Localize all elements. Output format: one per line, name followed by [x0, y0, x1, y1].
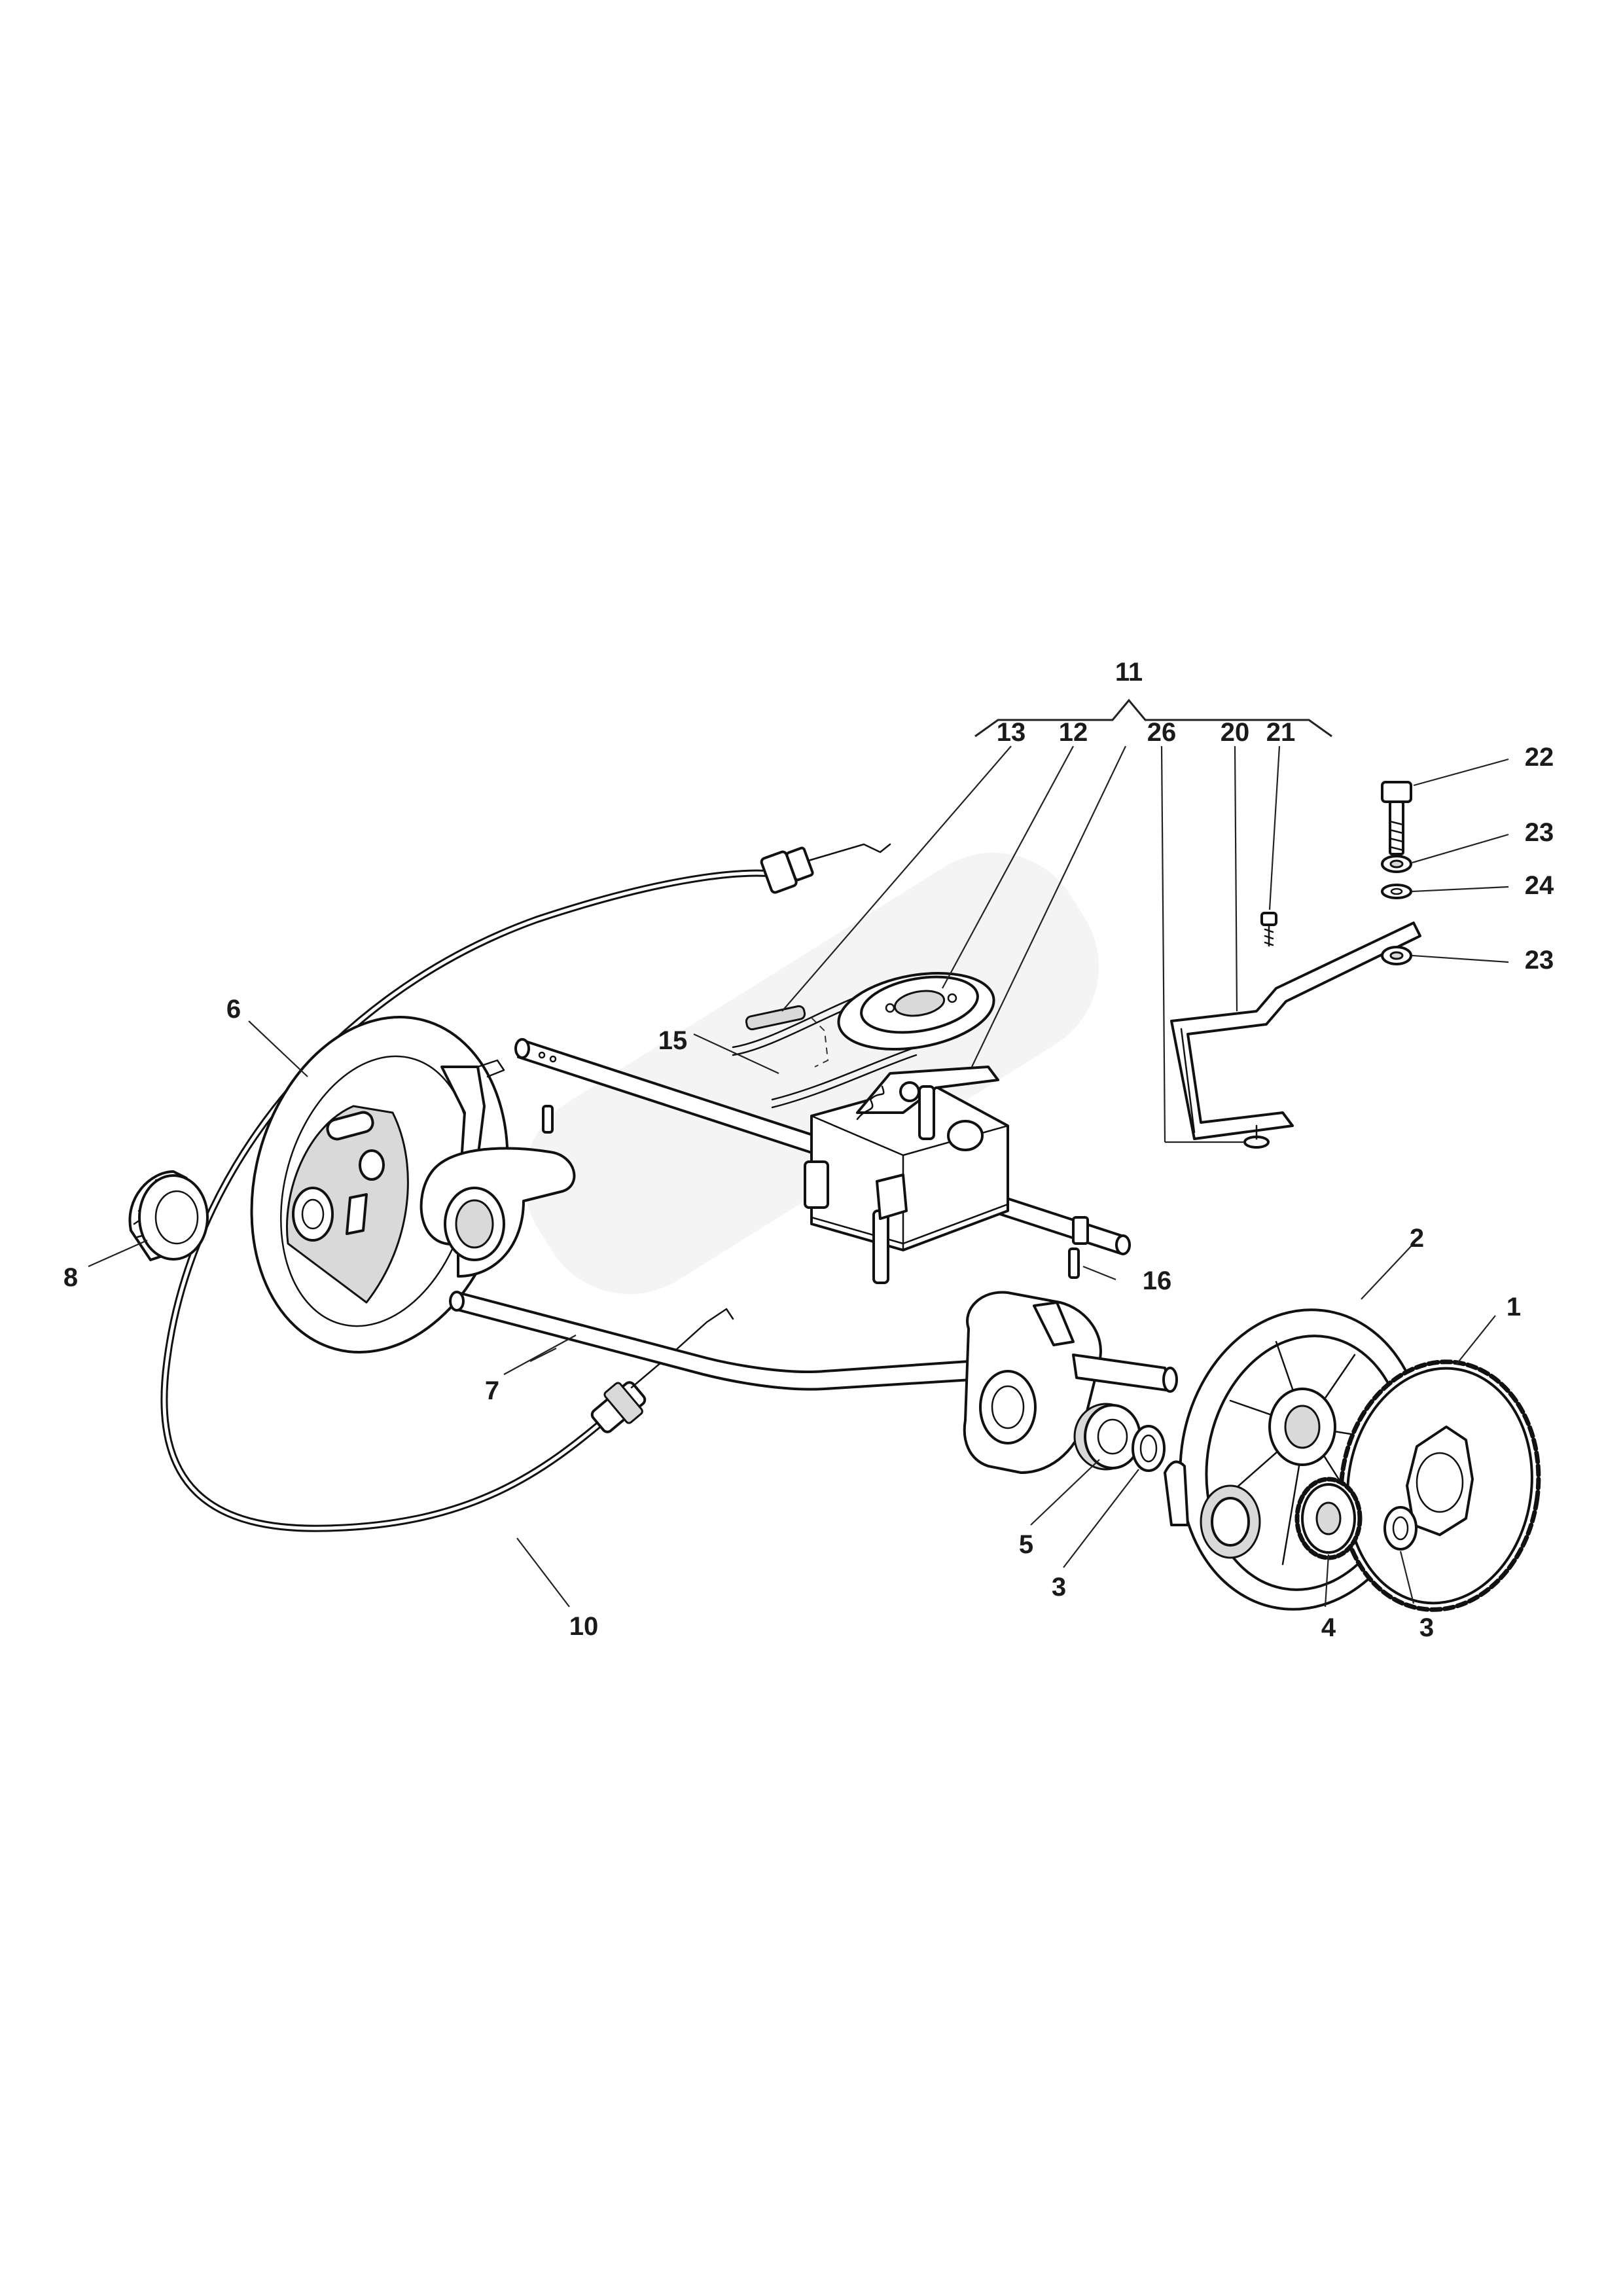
bolt-and-nut-set [1381, 781, 1412, 965]
label-part-1: 1 [1507, 1293, 1521, 1321]
wheel-axle [449, 1291, 973, 1391]
bracket-pin [542, 1105, 554, 1134]
label-part-23-lower: 23 [1525, 946, 1554, 975]
label-part-3-right: 3 [1419, 1613, 1434, 1642]
left-gear-bracket [419, 1059, 576, 1278]
axle-bearing [1073, 1403, 1141, 1471]
drive-pin [1068, 1247, 1080, 1279]
mounting-bracket [1170, 912, 1421, 1149]
label-part-8: 8 [63, 1263, 78, 1292]
label-part-26: 26 [1147, 718, 1177, 747]
label-part-16: 16 [1143, 1266, 1172, 1295]
label-part-2: 2 [1410, 1224, 1424, 1253]
washer-left [1132, 1425, 1166, 1472]
washer-right [1383, 1506, 1418, 1551]
part-number-labels: 11 13 12 26 20 21 22 23 24 23 6 15 16 2 … [63, 658, 1554, 1642]
watermark-logo [524, 852, 1099, 1295]
label-part-5: 5 [1019, 1530, 1033, 1559]
label-part-12: 12 [1059, 718, 1088, 747]
drive-cable [160, 843, 891, 1532]
label-part-3-left: 3 [1052, 1573, 1066, 1602]
drive-pulley-assembly [732, 971, 995, 1109]
label-part-6: 6 [226, 995, 241, 1024]
wheel-pinion-left [128, 1170, 209, 1261]
leader-lines [88, 745, 1509, 1607]
assembly-11-brace [974, 698, 1332, 738]
label-part-13: 13 [997, 718, 1026, 747]
label-part-11: 11 [1115, 658, 1143, 687]
label-part-15: 15 [658, 1026, 688, 1055]
label-part-23-upper: 23 [1525, 818, 1554, 847]
label-part-4: 4 [1321, 1613, 1336, 1642]
label-part-21: 21 [1266, 718, 1296, 747]
label-part-24: 24 [1525, 871, 1554, 900]
gearbox-assembly [514, 1038, 1131, 1284]
rear-wheel-cover [250, 1016, 509, 1354]
label-part-7: 7 [485, 1376, 499, 1405]
label-part-20: 20 [1221, 718, 1250, 747]
label-part-22: 22 [1525, 743, 1554, 772]
wheel-pinion-right [1294, 1477, 1363, 1560]
label-part-10: 10 [569, 1612, 599, 1641]
